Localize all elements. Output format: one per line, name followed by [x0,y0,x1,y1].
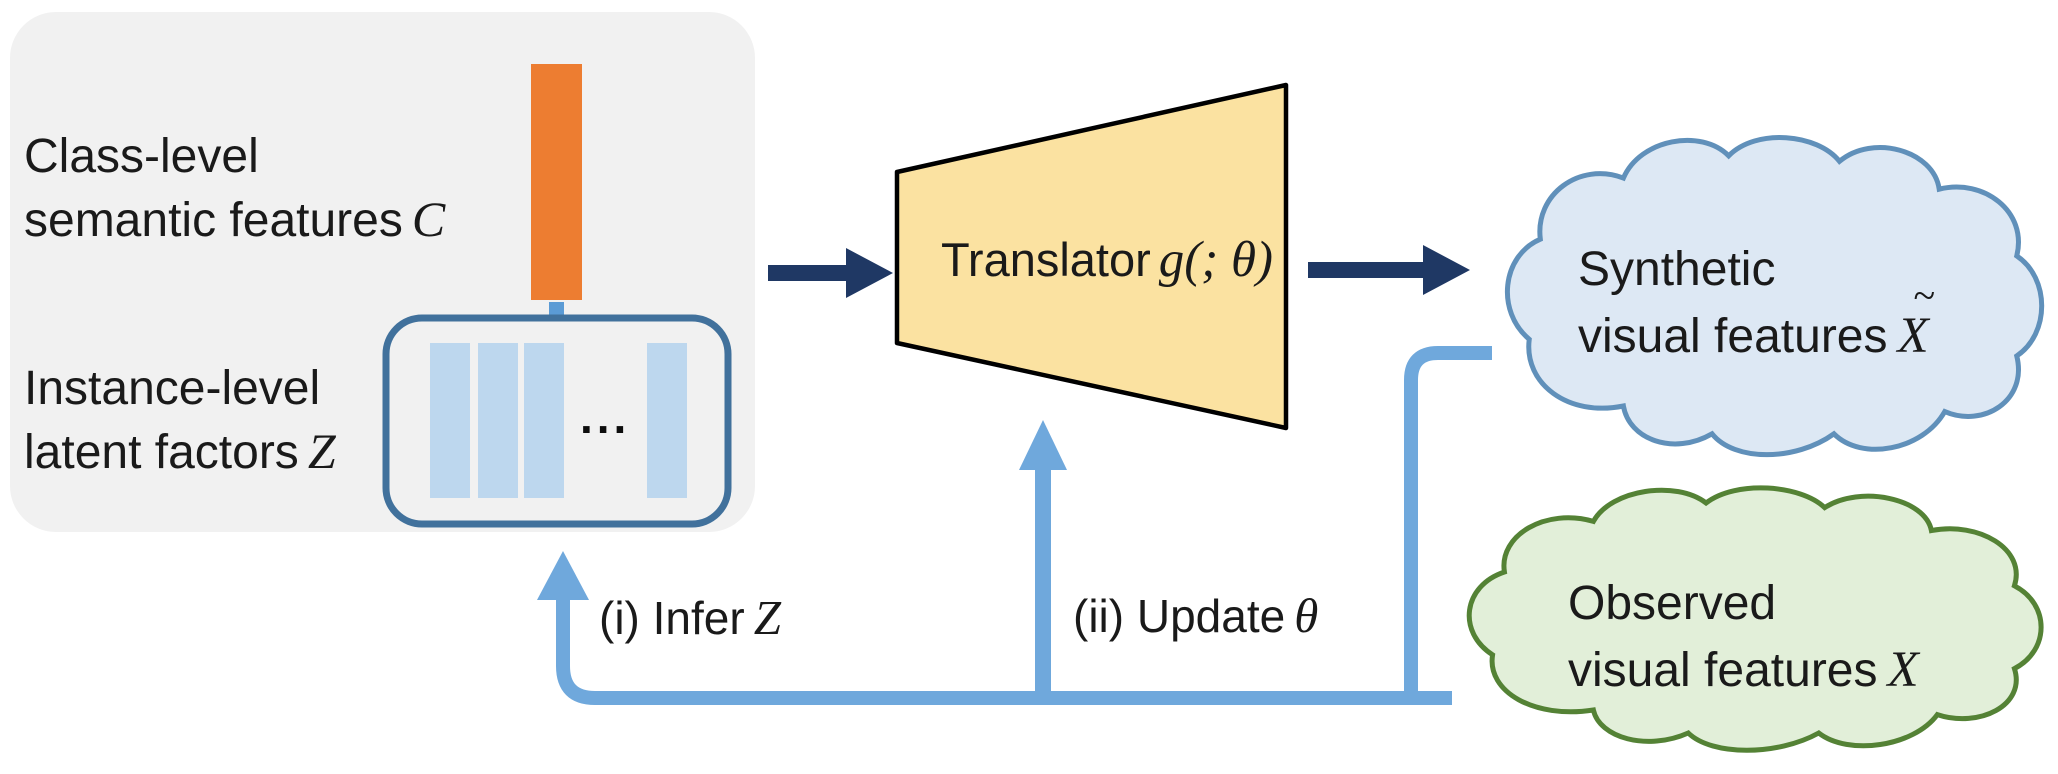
latent-bar [430,343,470,498]
translator-label-text: Translator [940,233,1151,286]
feedback-line-synthetic [1404,346,1492,705]
latent-bar [524,343,564,498]
translator-trapezoid [894,82,1289,431]
update-label-text: (ii) Update [1073,590,1286,642]
instance-label-line1: Instance-level [24,362,321,415]
infer-arrowhead [537,551,589,600]
infer-label-text: (i) Infer [599,592,745,644]
class-math-symbol: C [411,191,446,247]
infer-math-symbol: Z [753,590,781,645]
class-label-line1: Class-level [24,130,259,183]
latent-ellipsis: ... [580,391,631,443]
instance-label-line2: latent factors [24,426,299,479]
tilde-accent: ~ [1913,273,1936,318]
input-arrow [768,248,893,298]
synthetic-math-symbol: X~ [1897,276,1936,369]
synthetic-label-line2: visual features [1578,310,1888,363]
latent-bar [478,343,518,498]
output-arrow [1308,245,1470,295]
latent-factors-box [382,314,732,528]
connector-square [549,302,564,317]
latent-bar [647,343,687,498]
semantic-feature-bar [531,64,582,300]
update-math-symbol: θ [1294,588,1319,643]
feedback-line-main [556,598,1452,705]
class-label-line2: semantic features [24,194,403,247]
observed-math-symbol: X [1887,642,1919,698]
observed-label-line1: Observed [1568,577,1777,630]
synthetic-label-line1: Synthetic [1578,243,1776,296]
instance-math-symbol: Z [307,423,336,479]
update-arrowhead [1019,420,1067,470]
observed-label-line2: visual features [1568,644,1878,697]
translator-math: g(; θ) [1158,232,1274,288]
synthetic-math-x: X [1897,308,1929,364]
